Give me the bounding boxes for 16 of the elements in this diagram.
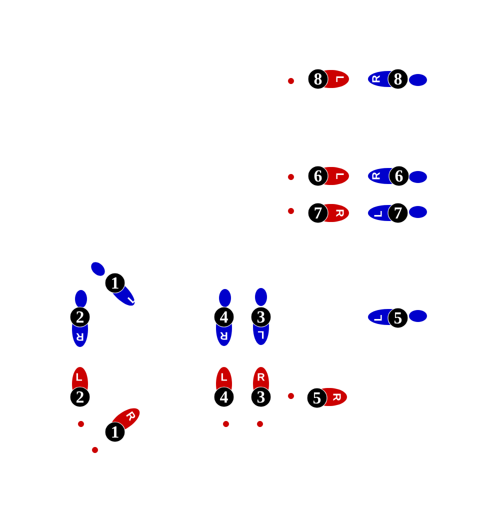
step-number-badge: 4 bbox=[214, 386, 234, 408]
step-number-badge: 7 bbox=[388, 202, 408, 224]
step-number-badge: 2 bbox=[70, 386, 90, 408]
step-number-badge: 3 bbox=[250, 386, 272, 408]
step-number-badge: 5 bbox=[388, 308, 408, 328]
step-number-badge: 1 bbox=[104, 272, 126, 294]
step-number-badge: 3 bbox=[250, 306, 272, 328]
step-number-badge: 5 bbox=[306, 388, 328, 408]
step-number-badge: 4 bbox=[214, 306, 234, 328]
step-number-badge: 2 bbox=[70, 306, 90, 328]
step-number-badge: 1 bbox=[104, 422, 126, 442]
step-number-badge: 8 bbox=[388, 68, 408, 90]
step-number-badge: 6 bbox=[308, 166, 328, 186]
step-number-badge: 8 bbox=[308, 68, 328, 90]
step-number-badge: 7 bbox=[308, 202, 328, 224]
step-number-badge: 6 bbox=[388, 166, 410, 186]
